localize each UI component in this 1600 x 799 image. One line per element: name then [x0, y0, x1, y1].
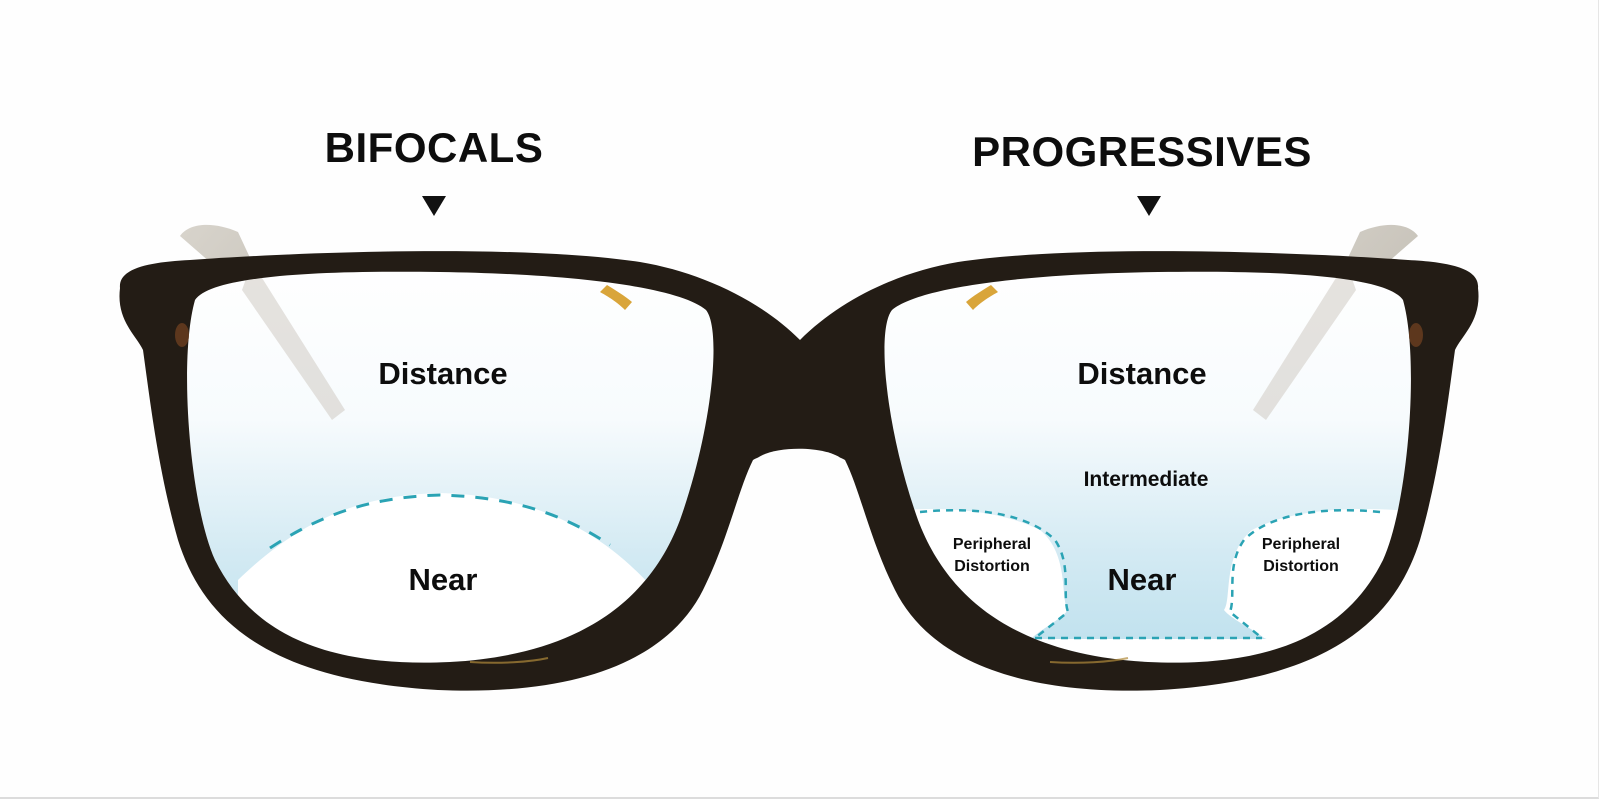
- progressive-near-label: Near: [1107, 562, 1177, 597]
- left-peripheral-line2: Distortion: [954, 558, 1030, 575]
- down-triangle-icon: [422, 196, 446, 216]
- frame: [119, 251, 1479, 691]
- bifocals-title: BIFOCALS: [324, 124, 544, 171]
- down-triangle-icon: [1137, 196, 1161, 216]
- progressive-distance-label: Distance: [1077, 356, 1207, 391]
- progressive-intermediate-label: Intermediate: [1083, 468, 1209, 491]
- bifocal-near-label: Near: [408, 562, 478, 597]
- left-peripheral-line1: Peripheral: [952, 536, 1032, 553]
- progressives-title: PROGRESSIVES: [972, 128, 1312, 175]
- left-peripheral-distortion-label: Peripheral Distortion: [953, 534, 1031, 578]
- bifocal-distance-label: Distance: [378, 356, 508, 391]
- right-peripheral-line2: Distortion: [1263, 558, 1339, 575]
- right-peripheral-line1: Peripheral: [1261, 536, 1341, 553]
- right-peripheral-distortion-label: Peripheral Distortion: [1262, 534, 1340, 578]
- frame-highlights: [175, 285, 1423, 664]
